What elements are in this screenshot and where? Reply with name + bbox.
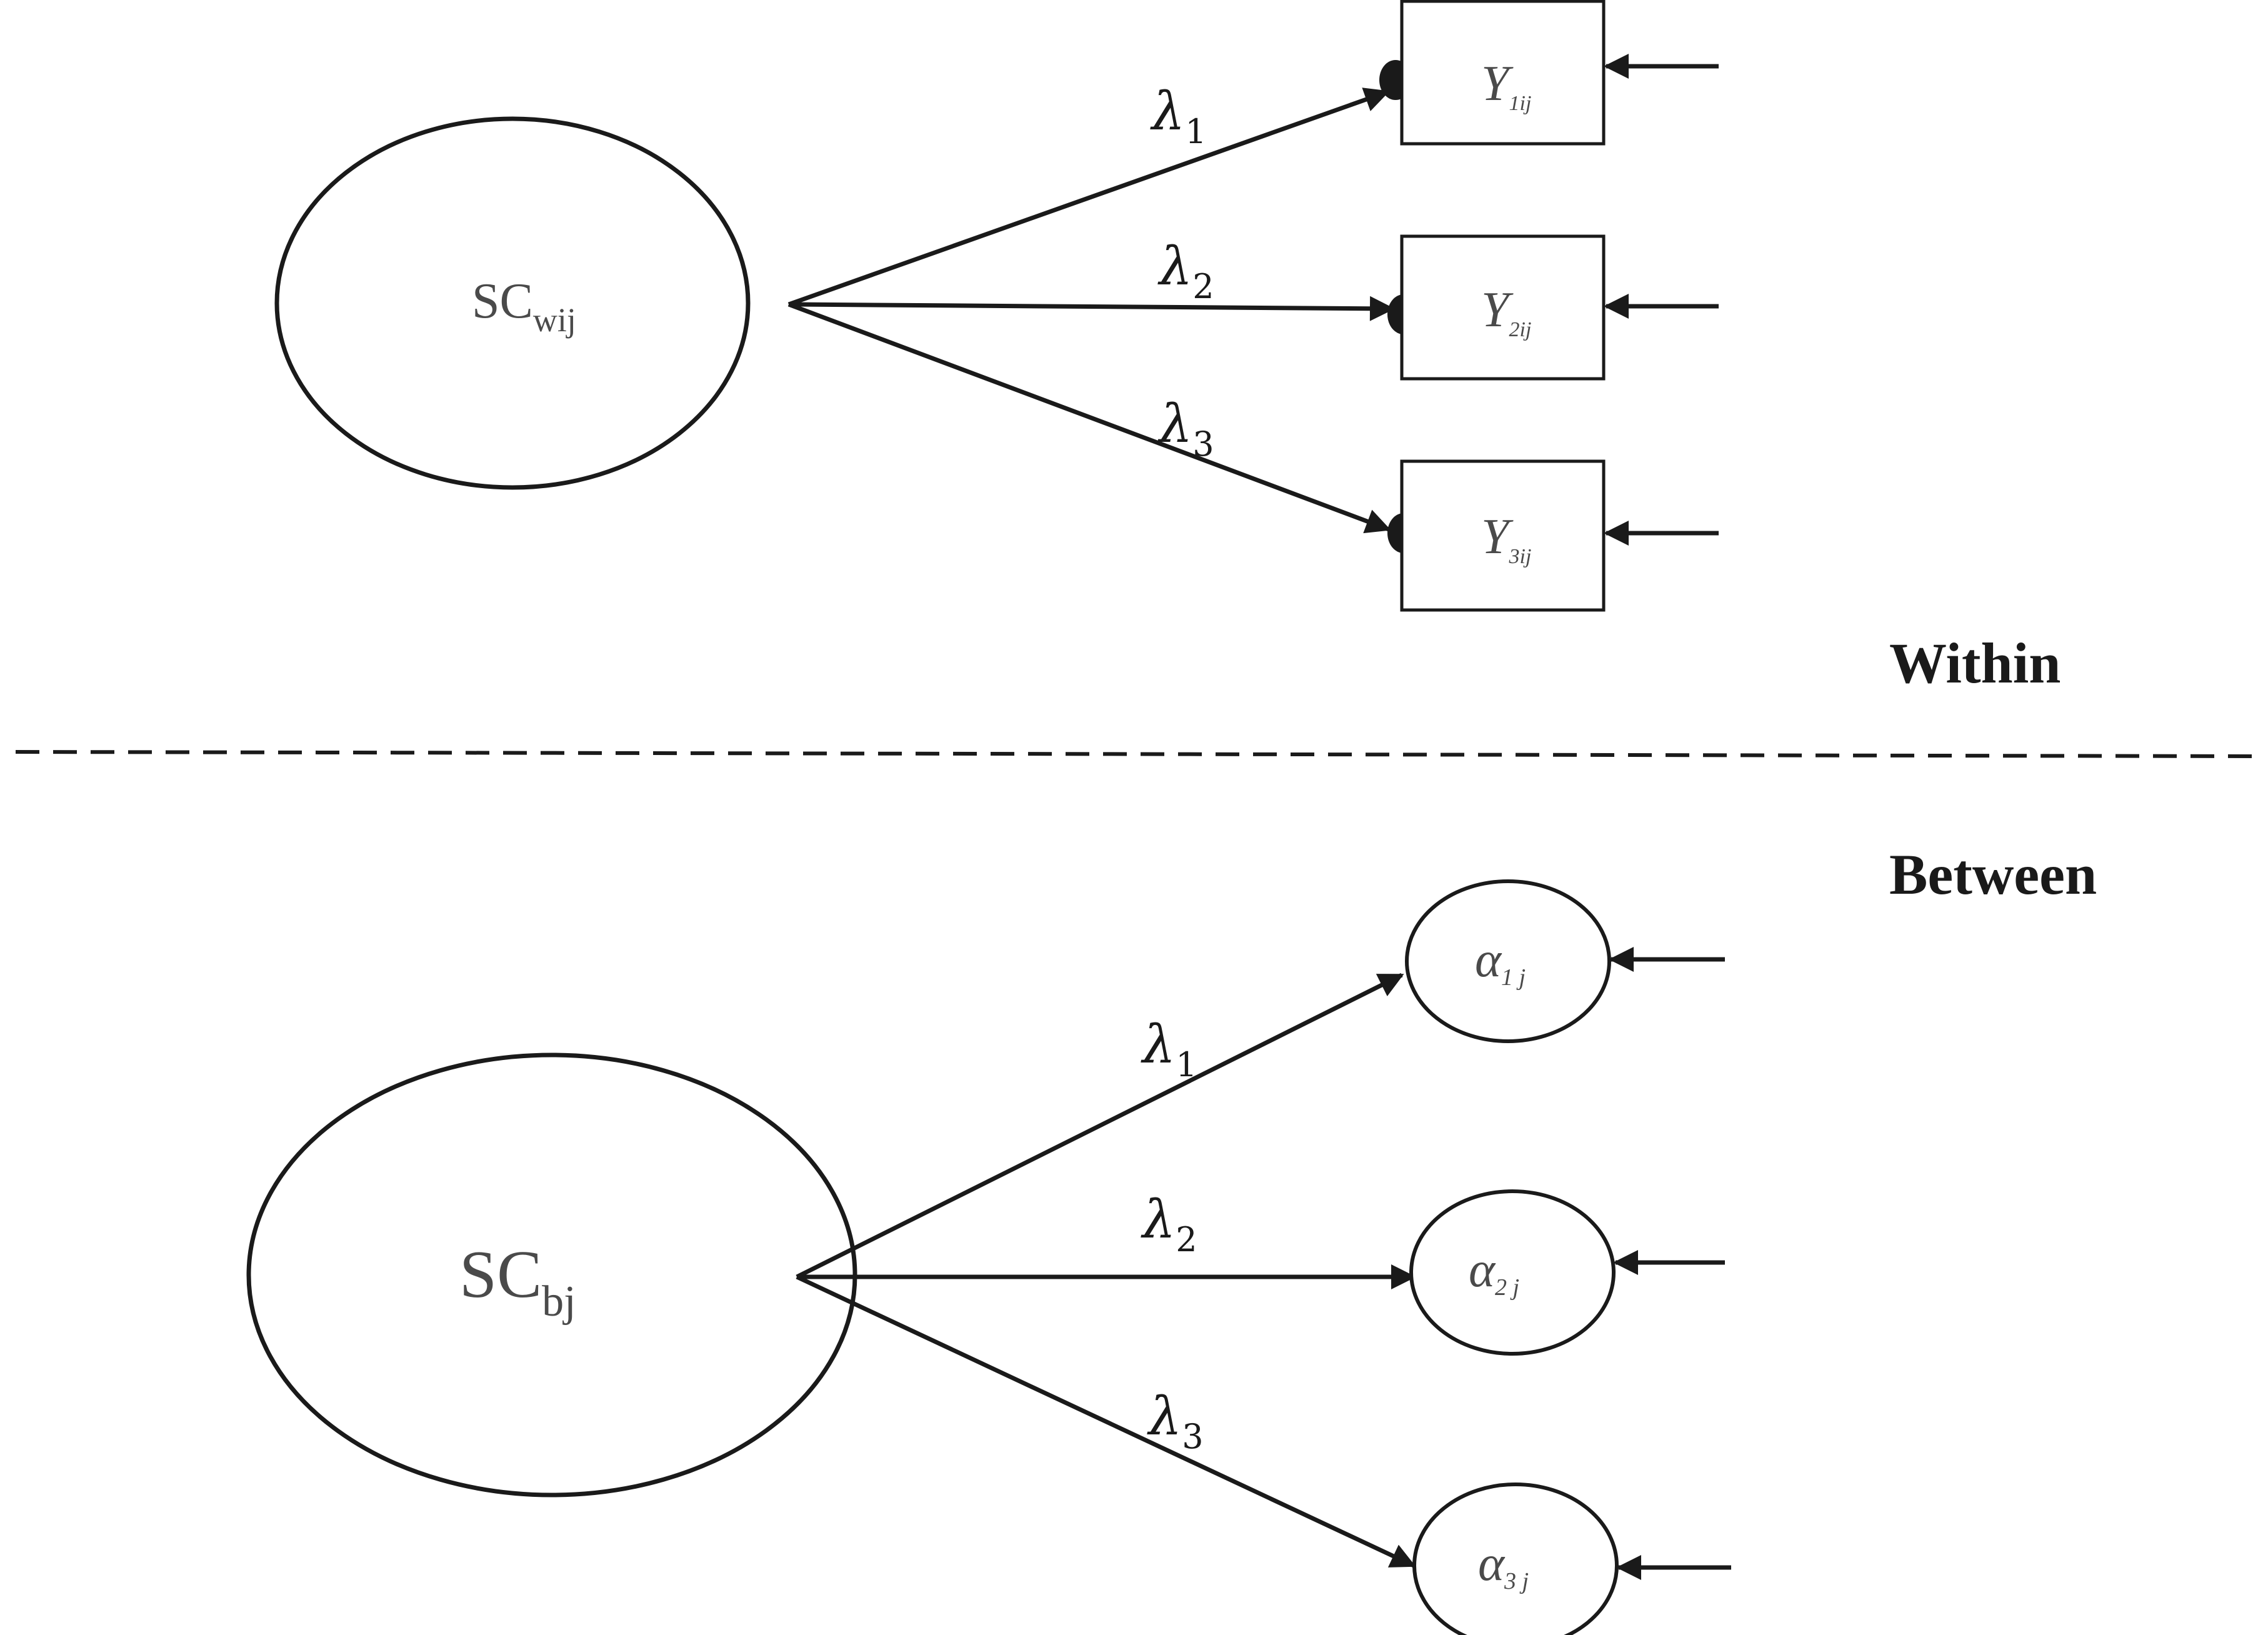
within-loading-3: λ3 xyxy=(1157,393,1214,464)
within-indicator-label-2: Y2ij xyxy=(1481,282,1531,341)
level-label-between: Between xyxy=(1889,842,2097,906)
between-loading-1: λ1 xyxy=(1141,1014,1197,1084)
between-loading-2: λ2 xyxy=(1141,1189,1197,1259)
between-loading-3: λ3 xyxy=(1147,1386,1204,1456)
between-indicator-label-2: α2 j xyxy=(1469,1242,1519,1301)
within-path-2 xyxy=(788,296,1395,321)
between-indicator-circle-3 xyxy=(1412,1482,1619,1635)
within-path-3 xyxy=(787,302,1391,534)
within-latent-ellipse xyxy=(274,116,751,490)
within-loading-1: λ1 xyxy=(1150,81,1207,151)
between-level: SCbj λ1 λ2 λ3 α1 j α2 j α3 j xyxy=(246,879,1731,1635)
within-indicator-label-1: Y1ij xyxy=(1481,56,1531,115)
between-indicator-label-1: α1 j xyxy=(1475,932,1526,991)
between-latent-ellipse xyxy=(246,1052,857,1498)
between-path-3 xyxy=(796,1274,1416,1568)
within-indicator-label-3: Y3ij xyxy=(1481,509,1531,568)
within-loading-2: λ2 xyxy=(1157,236,1214,306)
between-latent-label: SCbj xyxy=(459,1238,576,1326)
between-indicator-label-3: α3 j xyxy=(1478,1536,1529,1594)
within-latent-label: SCwij xyxy=(472,274,576,339)
between-indicator-circle-2 xyxy=(1409,1189,1616,1356)
between-indicator-circle-1 xyxy=(1405,879,1611,1043)
within-indicator-box-3 xyxy=(1400,459,1606,612)
level-label-within: Within xyxy=(1889,631,2061,695)
level-divider xyxy=(15,750,2260,758)
within-path-1 xyxy=(787,88,1390,307)
within-level: SCwij λ1 λ2 λ3 Y1ij Y2ij Y3ij xyxy=(274,0,1719,612)
between-path-1 xyxy=(796,972,1404,1279)
